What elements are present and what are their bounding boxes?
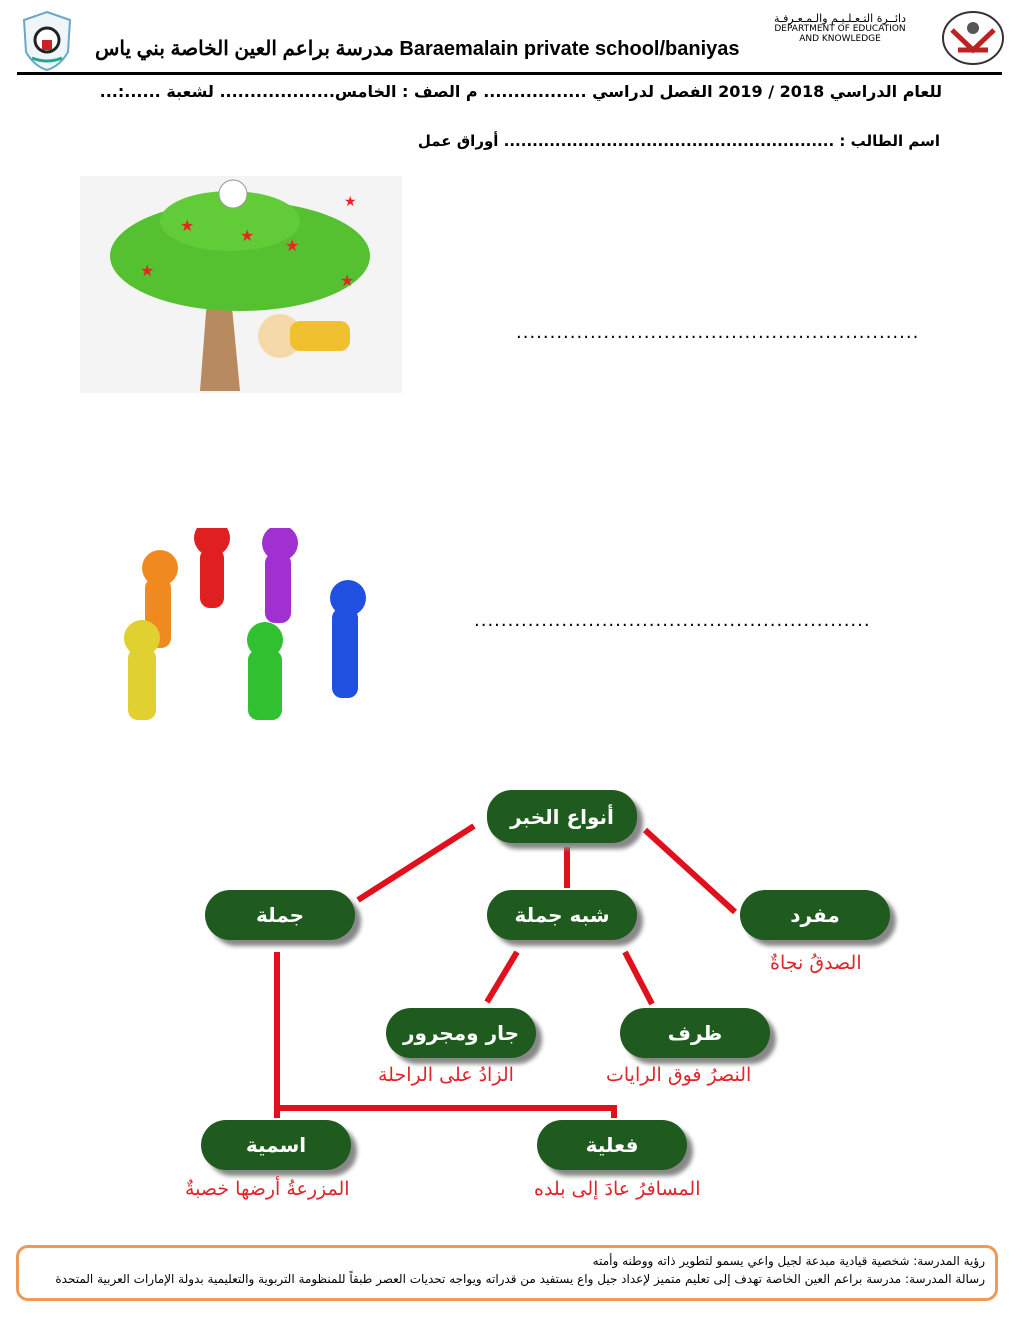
answer-blank-2[interactable]: ........................................… xyxy=(474,610,871,631)
svg-text:★: ★ xyxy=(344,194,357,210)
connector-root-mufrad xyxy=(642,827,738,915)
box-tharf: ظرف xyxy=(620,1008,770,1058)
vision-text: رؤية المدرسة: شخصية قيادية مبدعة لجيل وا… xyxy=(592,1254,985,1268)
connector-shibh-jar xyxy=(484,950,520,1004)
people-circle-image xyxy=(124,528,366,720)
svg-text:★: ★ xyxy=(240,226,254,245)
svg-text:★: ★ xyxy=(140,261,154,280)
connector-jumla-filiya xyxy=(277,1105,617,1118)
department-emblem xyxy=(942,11,1004,65)
svg-text:★: ★ xyxy=(340,271,354,290)
connector-shibh-tharf xyxy=(622,950,655,1006)
answer-blank-1[interactable]: ........................................… xyxy=(516,322,920,343)
box-filiya: فعلية xyxy=(537,1120,687,1170)
example-mufrad: الصدقُ نجاةٌ xyxy=(770,952,862,974)
box-jar-majrour: جار ومجرور xyxy=(386,1008,536,1058)
mission-text: رسالة المدرسة: مدرسة براعم العين الخاصة … xyxy=(55,1272,985,1286)
example-filiya: المسافرُ عادَ إلى بلده xyxy=(534,1178,701,1200)
example-jar: الزادُ على الراحلة xyxy=(378,1064,514,1086)
box-ismiya: اسمية xyxy=(201,1120,351,1170)
box-root: أنواع الخبر xyxy=(487,790,637,843)
school-vision-mission: رؤية المدرسة: شخصية قيادية مبدعة لجيل وا… xyxy=(16,1245,998,1301)
header-divider xyxy=(17,72,1002,75)
student-name-line: اسم الطالب : ...........................… xyxy=(417,132,940,150)
example-ismiya: المزرعةُ أرضها خصبةٌ xyxy=(185,1178,350,1200)
example-tharf: النصرُ فوق الرايات xyxy=(606,1064,752,1086)
box-mufrad: مفرد xyxy=(740,890,890,940)
box-shibh-jumla: شبه جملة xyxy=(487,890,637,940)
school-title: مدرسة براعم العين الخاصة بني ياس Baraema… xyxy=(95,38,740,60)
svg-text:★: ★ xyxy=(285,236,299,255)
box-jumla: جملة xyxy=(205,890,355,940)
svg-text:★: ★ xyxy=(180,216,194,235)
tree-swing-image: ★ ★ ★ ★ ★ ★ xyxy=(80,176,402,393)
info-line: للعام الدراسي 2018 / 2019 الفصل لدراسي .… xyxy=(99,82,942,101)
connector-root-jumla xyxy=(356,823,476,903)
school-logo xyxy=(22,10,72,72)
